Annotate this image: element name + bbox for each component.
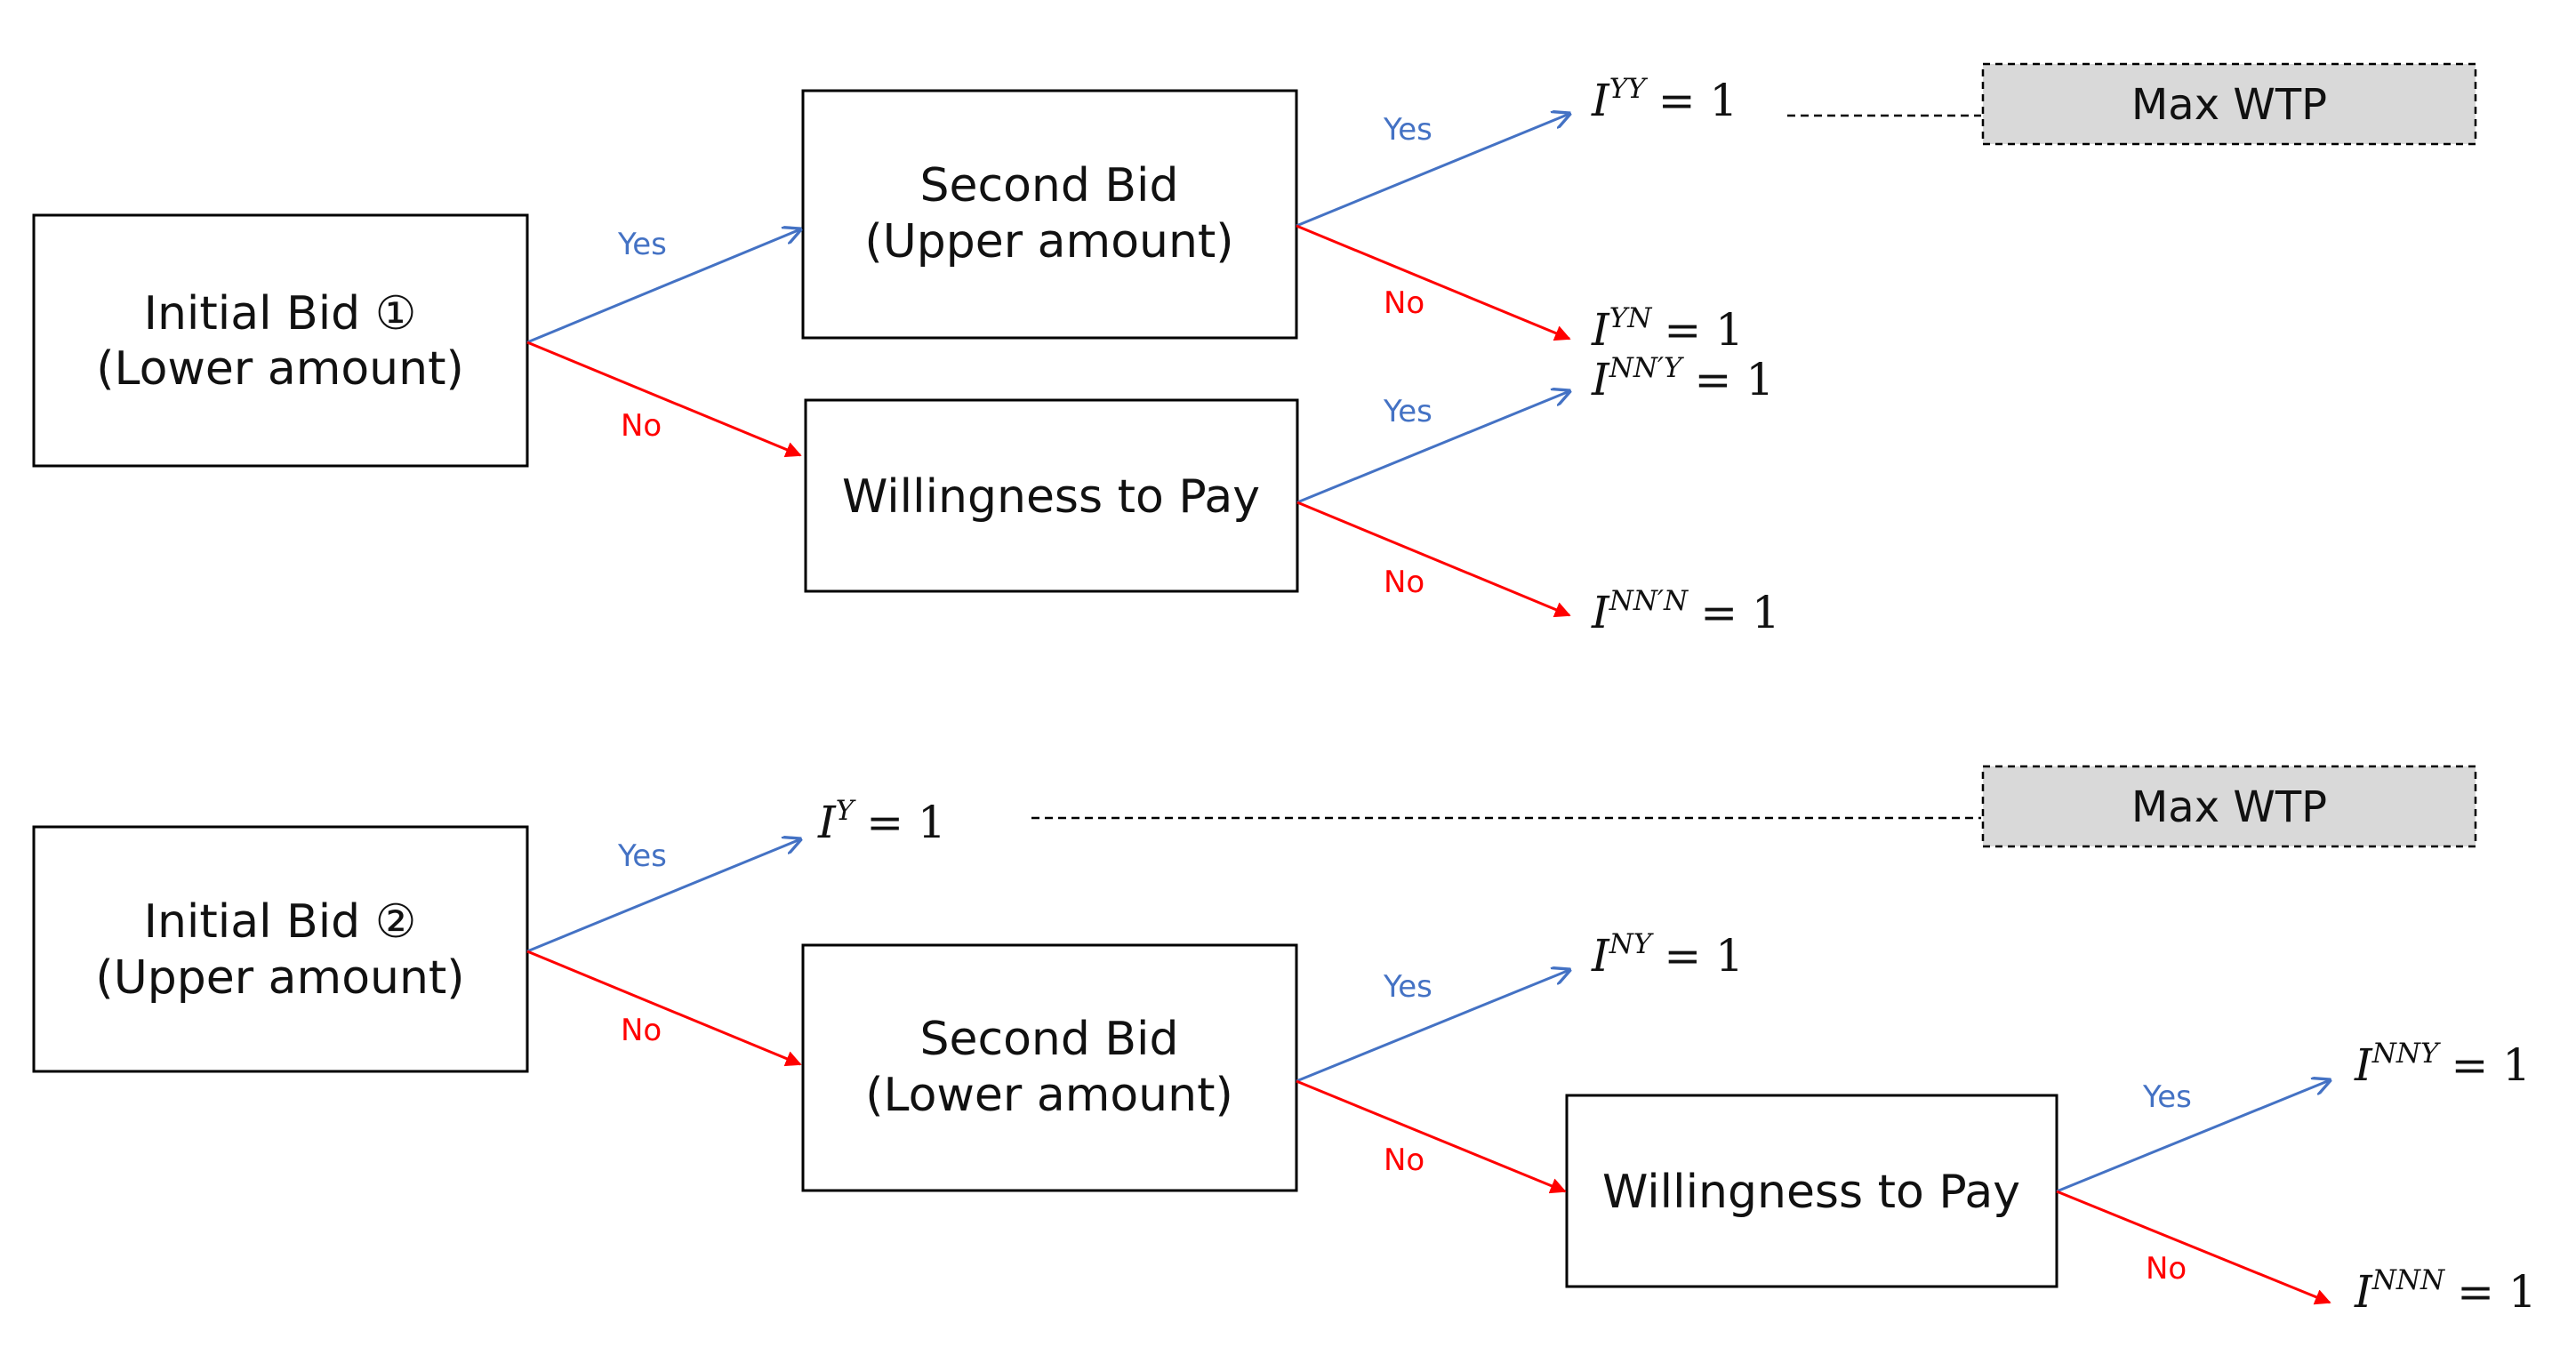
- max-wtp-label-top: Max WTP: [2131, 80, 2327, 130]
- yes-arrow-wtp-top: [1296, 391, 1569, 504]
- wtp-top-box: Willingness to Pay: [804, 398, 1299, 593]
- wtp-bottom-label: Willingness to Pay: [1602, 1166, 2020, 1219]
- yes-label-ib2: Yes: [617, 838, 667, 874]
- outcome-y: IY= 1: [817, 795, 946, 848]
- no-arrow-ib1: [526, 341, 802, 458]
- outcome-ny: INY= 1: [1591, 928, 1744, 982]
- no-label-ib2: No: [621, 1013, 662, 1048]
- second-bid-upper-subtitle: (Upper amount): [864, 215, 1233, 269]
- no-arrow-sbl: [1296, 1079, 1567, 1194]
- outcome-nny-bottom: INNY= 1: [2354, 1038, 2531, 1091]
- yes-label-sbl: Yes: [1383, 969, 1432, 1005]
- no-arrow-wtp-top: [1296, 501, 1571, 618]
- initial-bid-2-subtitle: (Upper amount): [95, 951, 464, 1005]
- yes-label-sbu: Yes: [1383, 112, 1432, 148]
- no-label-sbu: No: [1384, 285, 1424, 321]
- no-label-ib1: No: [621, 408, 662, 444]
- yes-label-wtp-bottom: Yes: [2142, 1079, 2192, 1115]
- yes-label-wtp-top: Yes: [1383, 394, 1432, 429]
- max-wtp-label-bottom: Max WTP: [2131, 782, 2327, 832]
- yes-arrow-ib2: [526, 839, 800, 953]
- second-bid-upper-title: Second Bid: [919, 159, 1178, 212]
- second-bid-upper-box: Second Bid (Upper amount): [801, 89, 1298, 340]
- second-bid-lower-subtitle: (Lower amount): [865, 1069, 1233, 1122]
- outcome-nnn-top: INN′N= 1: [1591, 585, 1780, 638]
- no-arrow-wtp-bottom: [2056, 1190, 2331, 1305]
- initial-bid-2-box: Initial Bid ② (Upper amount): [32, 825, 529, 1073]
- outcome-nny-top: INN′Y= 1: [1591, 352, 1774, 405]
- yes-arrow-sbl: [1296, 970, 1569, 1083]
- wtp-bottom-box: Willingness to Pay: [1565, 1094, 2058, 1288]
- initial-bid-1-subtitle: (Lower amount): [96, 342, 464, 396]
- outcome-yn: IYN= 1: [1591, 302, 1744, 356]
- wtp-top-label: Willingness to Pay: [842, 470, 1260, 524]
- max-wtp-box-top: Max WTP: [1981, 62, 2477, 146]
- no-arrow-ib2: [526, 950, 802, 1067]
- no-label-wtp-bottom: No: [2146, 1251, 2187, 1287]
- second-bid-lower-box: Second Bid (Lower amount): [801, 943, 1298, 1192]
- outcome-yy: IYY= 1: [1591, 73, 1737, 126]
- outcome-nnn-bottom: INNN= 1: [2354, 1264, 2537, 1318]
- initial-bid-1-title: Initial Bid ①: [144, 287, 417, 341]
- initial-bid-2-title: Initial Bid ②: [144, 895, 417, 949]
- yes-arrow-ib1: [526, 229, 800, 344]
- yes-arrow-wtp-bottom: [2056, 1080, 2330, 1193]
- second-bid-lower-title: Second Bid: [919, 1013, 1178, 1066]
- no-label-wtp-top: No: [1384, 565, 1424, 600]
- yes-label-ib1: Yes: [617, 227, 667, 262]
- yes-arrow-sbu: [1296, 114, 1569, 228]
- no-arrow-sbu: [1296, 224, 1571, 341]
- initial-bid-1-box: Initial Bid ① (Lower amount): [32, 213, 529, 468]
- no-label-sbl: No: [1384, 1143, 1424, 1178]
- max-wtp-box-bottom: Max WTP: [1981, 765, 2477, 848]
